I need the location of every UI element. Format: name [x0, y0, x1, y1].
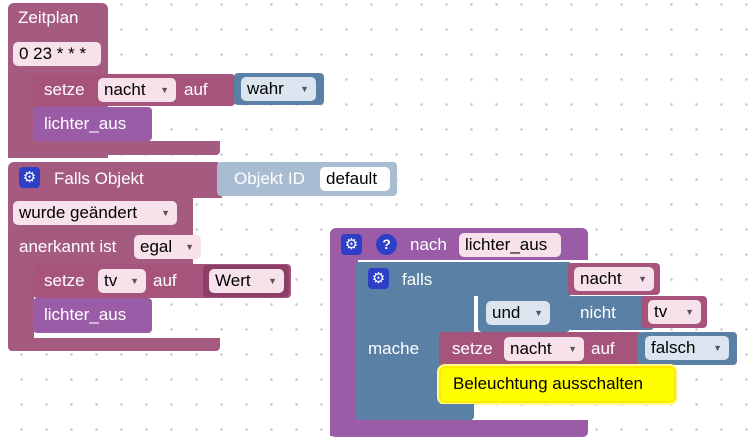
value-dropdown[interactable]: Wert — [209, 269, 284, 293]
comment-text: Beleuchtung ausschalten — [453, 374, 643, 393]
not-block[interactable] — [568, 296, 654, 330]
variable-dropdown[interactable]: tv — [648, 300, 701, 324]
ack-label: anerkannt ist — [19, 237, 117, 256]
if-label: falls — [402, 270, 433, 289]
boolean-dropdown[interactable]: wahr — [241, 77, 316, 101]
procedure-call-label: lichter_aus — [44, 114, 127, 133]
boolean-block[interactable] — [638, 332, 737, 365]
variable-dropdown[interactable]: nacht — [574, 267, 654, 291]
logic-operator-dropdown[interactable]: und — [486, 301, 550, 325]
comment-block[interactable] — [439, 366, 676, 403]
schedule-block[interactable]: Zeitplan 0 23 * * * setze nacht auf wahr… — [0, 0, 324, 170]
procedure-call-block[interactable] — [33, 107, 152, 141]
object-id-input[interactable]: default — [320, 167, 390, 191]
trigger-block[interactable]: ⚙ Falls Objekt Objekt ID default wurde g… — [0, 160, 400, 360]
variable-dropdown[interactable]: nacht — [504, 337, 584, 361]
boolean-dropdown[interactable]: falsch — [645, 336, 729, 360]
variable-block[interactable] — [641, 296, 707, 328]
variable-dropdown[interactable]: tv — [98, 269, 146, 293]
procedure-call-label: lichter_aus — [44, 305, 127, 324]
ack-dropdown[interactable]: egal — [134, 235, 201, 259]
set-variable-block[interactable] — [439, 332, 643, 366]
variable-block[interactable] — [568, 263, 660, 295]
condition-dropdown[interactable]: wurde geändert — [13, 201, 177, 225]
trigger-block-body — [8, 162, 222, 198]
not-label: nicht — [580, 303, 616, 322]
variable-dropdown[interactable]: nacht — [98, 78, 176, 102]
procedure-call-block[interactable] — [33, 298, 152, 333]
to-label: auf — [591, 339, 615, 358]
schedule-title: Zeitplan — [18, 8, 79, 27]
trigger-title: Falls Objekt — [54, 169, 144, 188]
cron-input[interactable]: 0 23 * * * — [13, 42, 101, 66]
to-label: auf — [153, 271, 177, 290]
to-label: auf — [184, 80, 208, 99]
gear-icon[interactable]: ⚙ — [19, 167, 40, 188]
object-id-label: Objekt ID — [234, 169, 305, 188]
set-label: setze — [44, 80, 85, 99]
function-name-input[interactable]: lichter_aus — [459, 233, 561, 257]
set-label: setze — [44, 271, 85, 290]
and-block[interactable] — [478, 262, 570, 332]
after-label: nach — [410, 235, 447, 254]
set-label: setze — [452, 339, 493, 358]
